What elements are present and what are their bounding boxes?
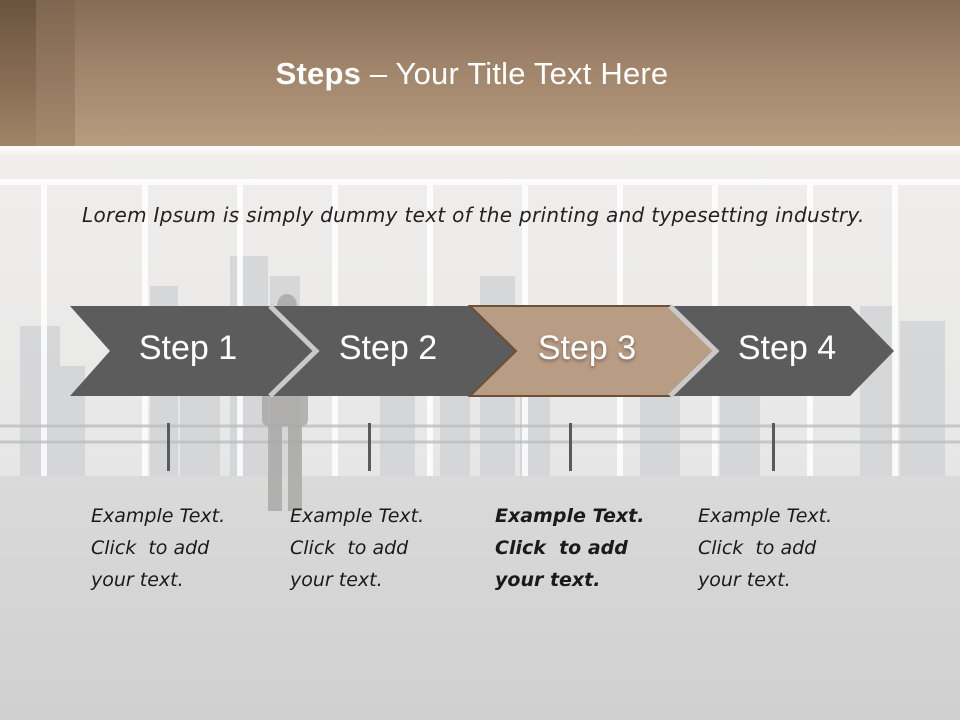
step-4-arrow[interactable] <box>670 306 894 396</box>
title-rest: – Your Title Text Here <box>361 56 669 91</box>
step-2-connector <box>368 423 371 471</box>
step-3-connector <box>569 423 572 471</box>
step-2-arrow[interactable] <box>270 306 516 396</box>
step-3-description[interactable]: Example Text. Click to add your text. <box>495 500 675 596</box>
description-line: Click to add <box>290 537 409 559</box>
description-line: your text. <box>290 569 383 591</box>
header-accent <box>0 0 75 146</box>
description-line: Click to add <box>91 537 210 559</box>
intro-text: Lorem Ipsum is simply dummy text of the … <box>82 203 865 227</box>
step-3-label: Step 3 <box>537 329 637 367</box>
step-4-label: Step 4 <box>737 329 837 367</box>
title-bold: Steps <box>275 56 362 91</box>
step-1-description[interactable]: Example Text. Click to add your text. <box>91 500 271 596</box>
step-4-connector <box>772 423 775 471</box>
description-line: Click to add <box>698 537 817 559</box>
description-line: your text. <box>698 569 791 591</box>
description-line: Example Text. <box>698 505 833 527</box>
header-divider <box>0 146 960 156</box>
step-4-description[interactable]: Example Text. Click to add your text. <box>698 500 878 596</box>
step-2-label: Step 2 <box>338 329 438 367</box>
description-line: Example Text. <box>290 505 425 527</box>
description-line: Example Text. <box>91 505 226 527</box>
page-title: Steps – Your Title Text Here <box>0 56 944 92</box>
step-1-connector <box>167 423 170 471</box>
step-1-label: Step 1 <box>138 329 238 367</box>
step-2-description[interactable]: Example Text. Click to add your text. <box>290 500 470 596</box>
step-1-arrow[interactable] <box>70 306 316 396</box>
description-line: your text. <box>91 569 184 591</box>
description-line: Example Text. <box>495 505 645 527</box>
description-line: your text. <box>495 569 601 591</box>
description-line: Click to add <box>495 537 628 559</box>
header-band: Steps – Your Title Text Here <box>0 0 960 146</box>
